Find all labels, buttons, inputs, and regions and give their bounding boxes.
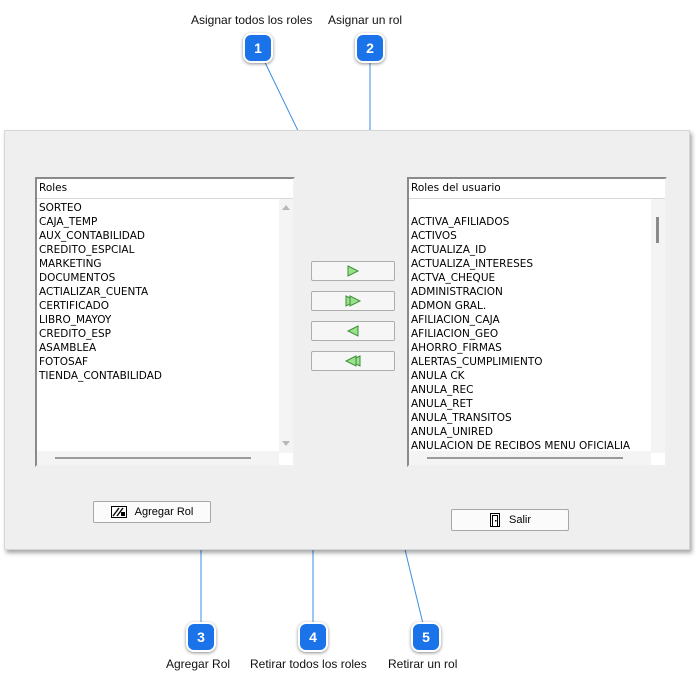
scroll-thumb[interactable] <box>656 217 659 243</box>
roles-listbox[interactable]: Roles SORTEO CAJA_TEMP AUX_CONTABILIDAD CRE… <box>35 177 295 467</box>
list-item[interactable]: AFILIACION_CAJA <box>411 314 500 326</box>
callout-4-badge: 4 <box>298 622 328 652</box>
callout-3-badge: 3 <box>186 622 216 652</box>
triangle-left-icon <box>346 325 359 337</box>
scroll-thumb[interactable] <box>55 457 251 459</box>
scroll-arrows-icon <box>282 205 290 446</box>
callout-1-badge: 1 <box>243 33 273 63</box>
list-item[interactable]: DOCUMENTOS <box>39 272 116 284</box>
user-roles-items: ACTIVA_AFILIADOS ACTIVOS ACTUALIZA_ID ACTUA… <box>411 215 630 453</box>
list-item[interactable]: SORTEO <box>39 202 82 214</box>
exit-button[interactable]: Salir <box>451 509 569 531</box>
callout-2-label: Asignar un rol <box>328 13 403 27</box>
list-item[interactable]: ADMON GRAL. <box>411 300 487 312</box>
list-item[interactable]: ACTIVA_AFILIADOS <box>411 216 510 228</box>
add-role-label: Agregar Rol <box>134 506 194 518</box>
list-item[interactable]: AHORRO_FIRMAS <box>411 342 502 354</box>
list-item[interactable]: CREDITO_ESPCIAL <box>39 244 135 256</box>
callout-4-label: Retirar todos los roles <box>250 657 367 671</box>
user-roles-list-header: Roles del usuario <box>411 182 501 194</box>
list-item[interactable]: CERTIFICADO <box>39 300 110 312</box>
list-item[interactable]: FOTOSAF <box>39 356 89 368</box>
add-role-icon <box>110 506 127 518</box>
list-item[interactable]: ADMINISTRACION <box>411 286 503 298</box>
list-item[interactable]: ASAMBLEA <box>39 342 97 354</box>
user-roles-horizontal-scrollbar[interactable] <box>409 451 651 465</box>
callout-3-label: Agregar Rol <box>166 657 231 671</box>
list-item[interactable]: ANULA_TRANSITOS <box>411 412 512 424</box>
user-roles-vertical-scrollbar[interactable] <box>651 199 665 453</box>
user-roles-listbox[interactable]: Roles del usuario ACTIVA_AFILIADOS ACTIVO… <box>407 177 667 467</box>
list-item[interactable]: ACTIVOS <box>411 230 457 242</box>
list-item[interactable]: AFILIACION_GEO <box>411 328 499 340</box>
double-triangle-right-icon <box>345 295 362 307</box>
role-assignment-dialog: Roles SORTEO CAJA_TEMP AUX_CONTABILIDAD CRE… <box>4 130 690 550</box>
list-item[interactable]: ACTIALIZAR_CUENTA <box>39 286 149 298</box>
list-item[interactable]: CAJA_TEMP <box>39 216 98 228</box>
callout-5-badge: 5 <box>411 622 441 652</box>
list-item[interactable]: CREDITO_ESP <box>39 328 112 340</box>
list-item[interactable]: ACTUALIZA_INTERESES <box>411 258 534 270</box>
roles-items: SORTEO CAJA_TEMP AUX_CONTABILIDAD CREDITO_E… <box>39 201 162 383</box>
assign-all-button[interactable] <box>311 291 395 311</box>
callout-2-badge: 2 <box>355 33 385 63</box>
list-item[interactable]: ANULACION DE RECIBOS MENU OFICIALIA <box>411 440 631 452</box>
door-exit-icon <box>489 513 500 527</box>
callout-1-label: Asignar todos los roles <box>191 13 313 27</box>
double-triangle-left-icon <box>344 355 361 367</box>
assign-one-button[interactable] <box>311 261 395 281</box>
exit-label: Salir <box>508 514 531 526</box>
scroll-thumb[interactable] <box>427 457 623 459</box>
add-role-button[interactable]: Agregar Rol <box>93 501 211 523</box>
list-item[interactable]: MARKETING <box>39 258 102 270</box>
remove-all-button[interactable] <box>311 351 395 371</box>
list-item[interactable]: AUX_CONTABILIDAD <box>39 230 145 242</box>
list-item[interactable]: LIBRO_MAYOY <box>39 314 112 326</box>
list-item[interactable]: ALERTAS_CUMPLIMIENTO <box>411 356 543 368</box>
callout-5-label: Retirar un rol <box>388 657 458 671</box>
list-item[interactable]: ACTVA_CHEQUE <box>411 272 496 284</box>
list-item[interactable]: ANULA_REC <box>411 384 474 396</box>
roles-list-header: Roles <box>39 182 68 194</box>
list-item[interactable]: ANULA_RET <box>411 398 473 410</box>
roles-vertical-scrollbar[interactable] <box>279 199 293 453</box>
list-item[interactable]: TIENDA_CONTABILIDAD <box>39 370 162 382</box>
list-item[interactable]: ACTUALIZA_ID <box>411 244 487 256</box>
remove-one-button[interactable] <box>311 321 395 341</box>
list-item[interactable]: ANULA_UNIRED <box>411 426 493 438</box>
triangle-right-icon <box>347 265 360 277</box>
roles-horizontal-scrollbar[interactable] <box>37 451 279 465</box>
list-item[interactable]: ANULA CK <box>411 370 465 382</box>
